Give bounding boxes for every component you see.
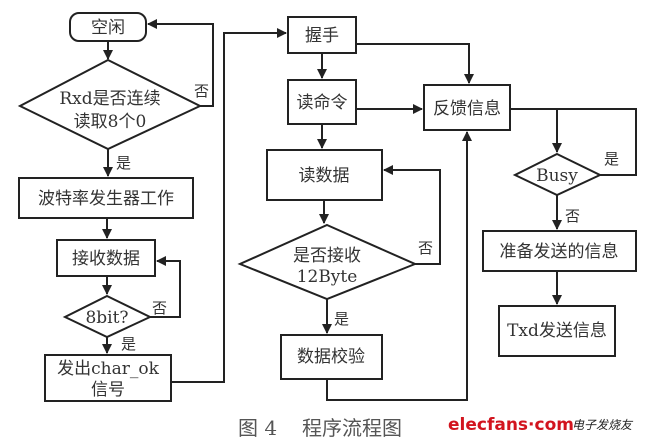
node-prepare-info: 准备发送的信息 [482, 230, 637, 272]
label-8bit-yes: 是 [121, 335, 136, 353]
line-busy-yes-loop [510, 108, 637, 176]
node-char-ok-line2: 信号 [91, 380, 125, 400]
arrow-handshake-to-feedback [356, 43, 474, 84]
node-readdata-label: 读数据 [299, 166, 350, 186]
node-idle-label: 空闲 [91, 18, 125, 38]
node-prepare-label: 准备发送的信息 [500, 242, 619, 262]
label-8bit-no: 否 [152, 299, 167, 317]
decision-busy: Busy [512, 152, 603, 197]
label-rxd-yes: 是 [116, 154, 131, 172]
node-txd-label: Txd发送信息 [507, 321, 607, 341]
node-read-command: 读命令 [287, 79, 357, 125]
decision-busy-label: Busy [536, 166, 578, 186]
node-txd-send: Txd发送信息 [498, 305, 616, 357]
node-baud-label: 波特率发生器工作 [38, 189, 174, 209]
arrow-rxd-no-loop [147, 19, 214, 107]
decision-rxd-line1: Rxd是否连续 [59, 89, 160, 109]
decision-rxd: Rxd是否连续 读取8个0 [17, 58, 203, 151]
arrow-12byte-no-loop [383, 165, 441, 265]
node-handshake-label: 握手 [305, 26, 339, 46]
arrow-8bit-no-loop [150, 256, 181, 318]
node-feedback: 反馈信息 [423, 84, 511, 131]
decision-12byte-line2: 12Byte [297, 267, 358, 287]
label-rxd-no: 否 [194, 82, 209, 100]
node-char-ok-line1: 发出char_ok [57, 359, 159, 379]
node-feedback-label: 反馈信息 [433, 99, 501, 119]
node-handshake: 握手 [287, 16, 357, 54]
node-receive-data: 接收数据 [56, 239, 156, 277]
node-verify-label: 数据校验 [297, 347, 365, 367]
decision-12byte-line1: 是否接收 [293, 246, 361, 266]
arrow-verify-to-feedback [326, 131, 472, 401]
node-char-ok: 发出char_ok 信号 [44, 354, 172, 402]
watermark-brand: elecfans·com [448, 415, 574, 435]
watermark-brand-cn: 电子发烧友 [572, 418, 634, 432]
node-read-data: 读数据 [266, 149, 383, 201]
label-12byte-yes: 是 [334, 310, 349, 328]
label-12byte-no: 否 [418, 239, 433, 257]
node-readcmd-label: 读命令 [297, 93, 348, 113]
decision-8bit: 8bit? [62, 294, 153, 339]
decision-rxd-line2: 读取8个0 [74, 112, 147, 132]
decision-8bit-label: 8bit? [85, 308, 128, 328]
node-receive-label: 接收数据 [72, 249, 140, 269]
node-verify: 数据校验 [280, 334, 383, 380]
node-idle: 空闲 [69, 12, 147, 42]
label-busy-no: 否 [565, 207, 580, 225]
node-baud-generator: 波特率发生器工作 [18, 177, 194, 219]
decision-12byte: 是否接收 12Byte [237, 223, 418, 301]
figure-number: 图 4 [238, 416, 277, 440]
label-busy-yes: 是 [604, 150, 619, 168]
arrow-charok-to-handshake [171, 28, 287, 383]
figure-title: 程序流程图 [302, 416, 402, 440]
